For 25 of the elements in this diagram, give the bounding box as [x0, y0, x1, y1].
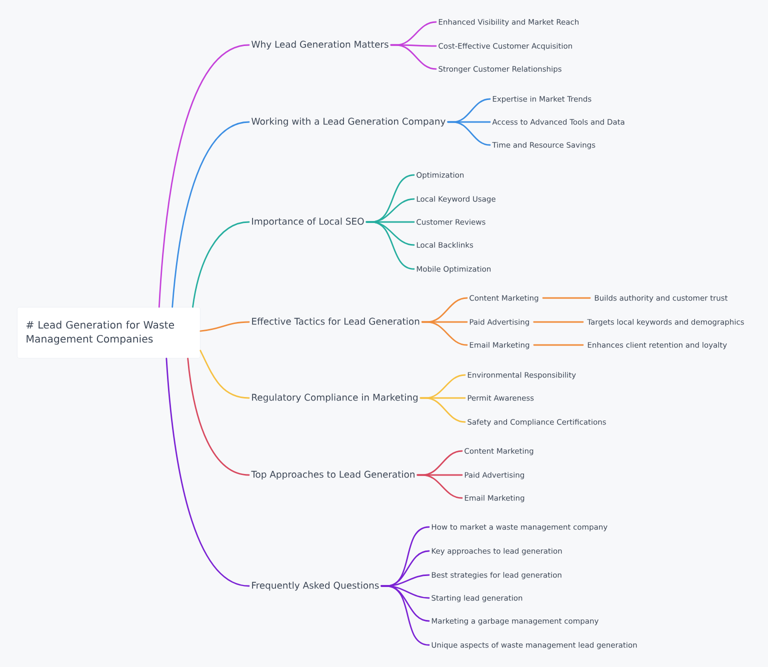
branch-label: Importance of Local SEO	[252, 218, 364, 227]
connector-line	[200, 321, 250, 332]
branch-label: Working with a Lead Generation Company	[252, 118, 446, 127]
connector-line	[420, 397, 466, 423]
connector-line	[533, 344, 584, 346]
connector-line	[172, 121, 250, 308]
connector-line	[200, 350, 250, 399]
connector-line	[166, 358, 250, 587]
connector-line	[533, 321, 584, 323]
connector-line	[192, 221, 250, 308]
connector-line	[390, 44, 437, 70]
connector-line	[187, 358, 250, 476]
branch-label: Effective Tactics for Lead Generation	[252, 318, 420, 325]
connector-line	[542, 297, 591, 299]
branch-label: Why Lead Generation Matters	[252, 40, 388, 50]
connector-line	[380, 585, 430, 646]
connector-line	[416, 474, 463, 499]
connector-line	[447, 121, 491, 146]
connector-line	[158, 44, 250, 308]
branch-label: Top Approaches to Lead Generation	[251, 470, 414, 480]
connector-line	[421, 321, 468, 346]
central-topic-box: # Lead Generation for Waste Management Companies	[17, 307, 200, 358]
connector-line	[366, 221, 415, 270]
branch-label: Regulatory Compliance in Marketing	[252, 394, 418, 403]
branch-label: Frequently Asked Questions	[252, 582, 379, 591]
